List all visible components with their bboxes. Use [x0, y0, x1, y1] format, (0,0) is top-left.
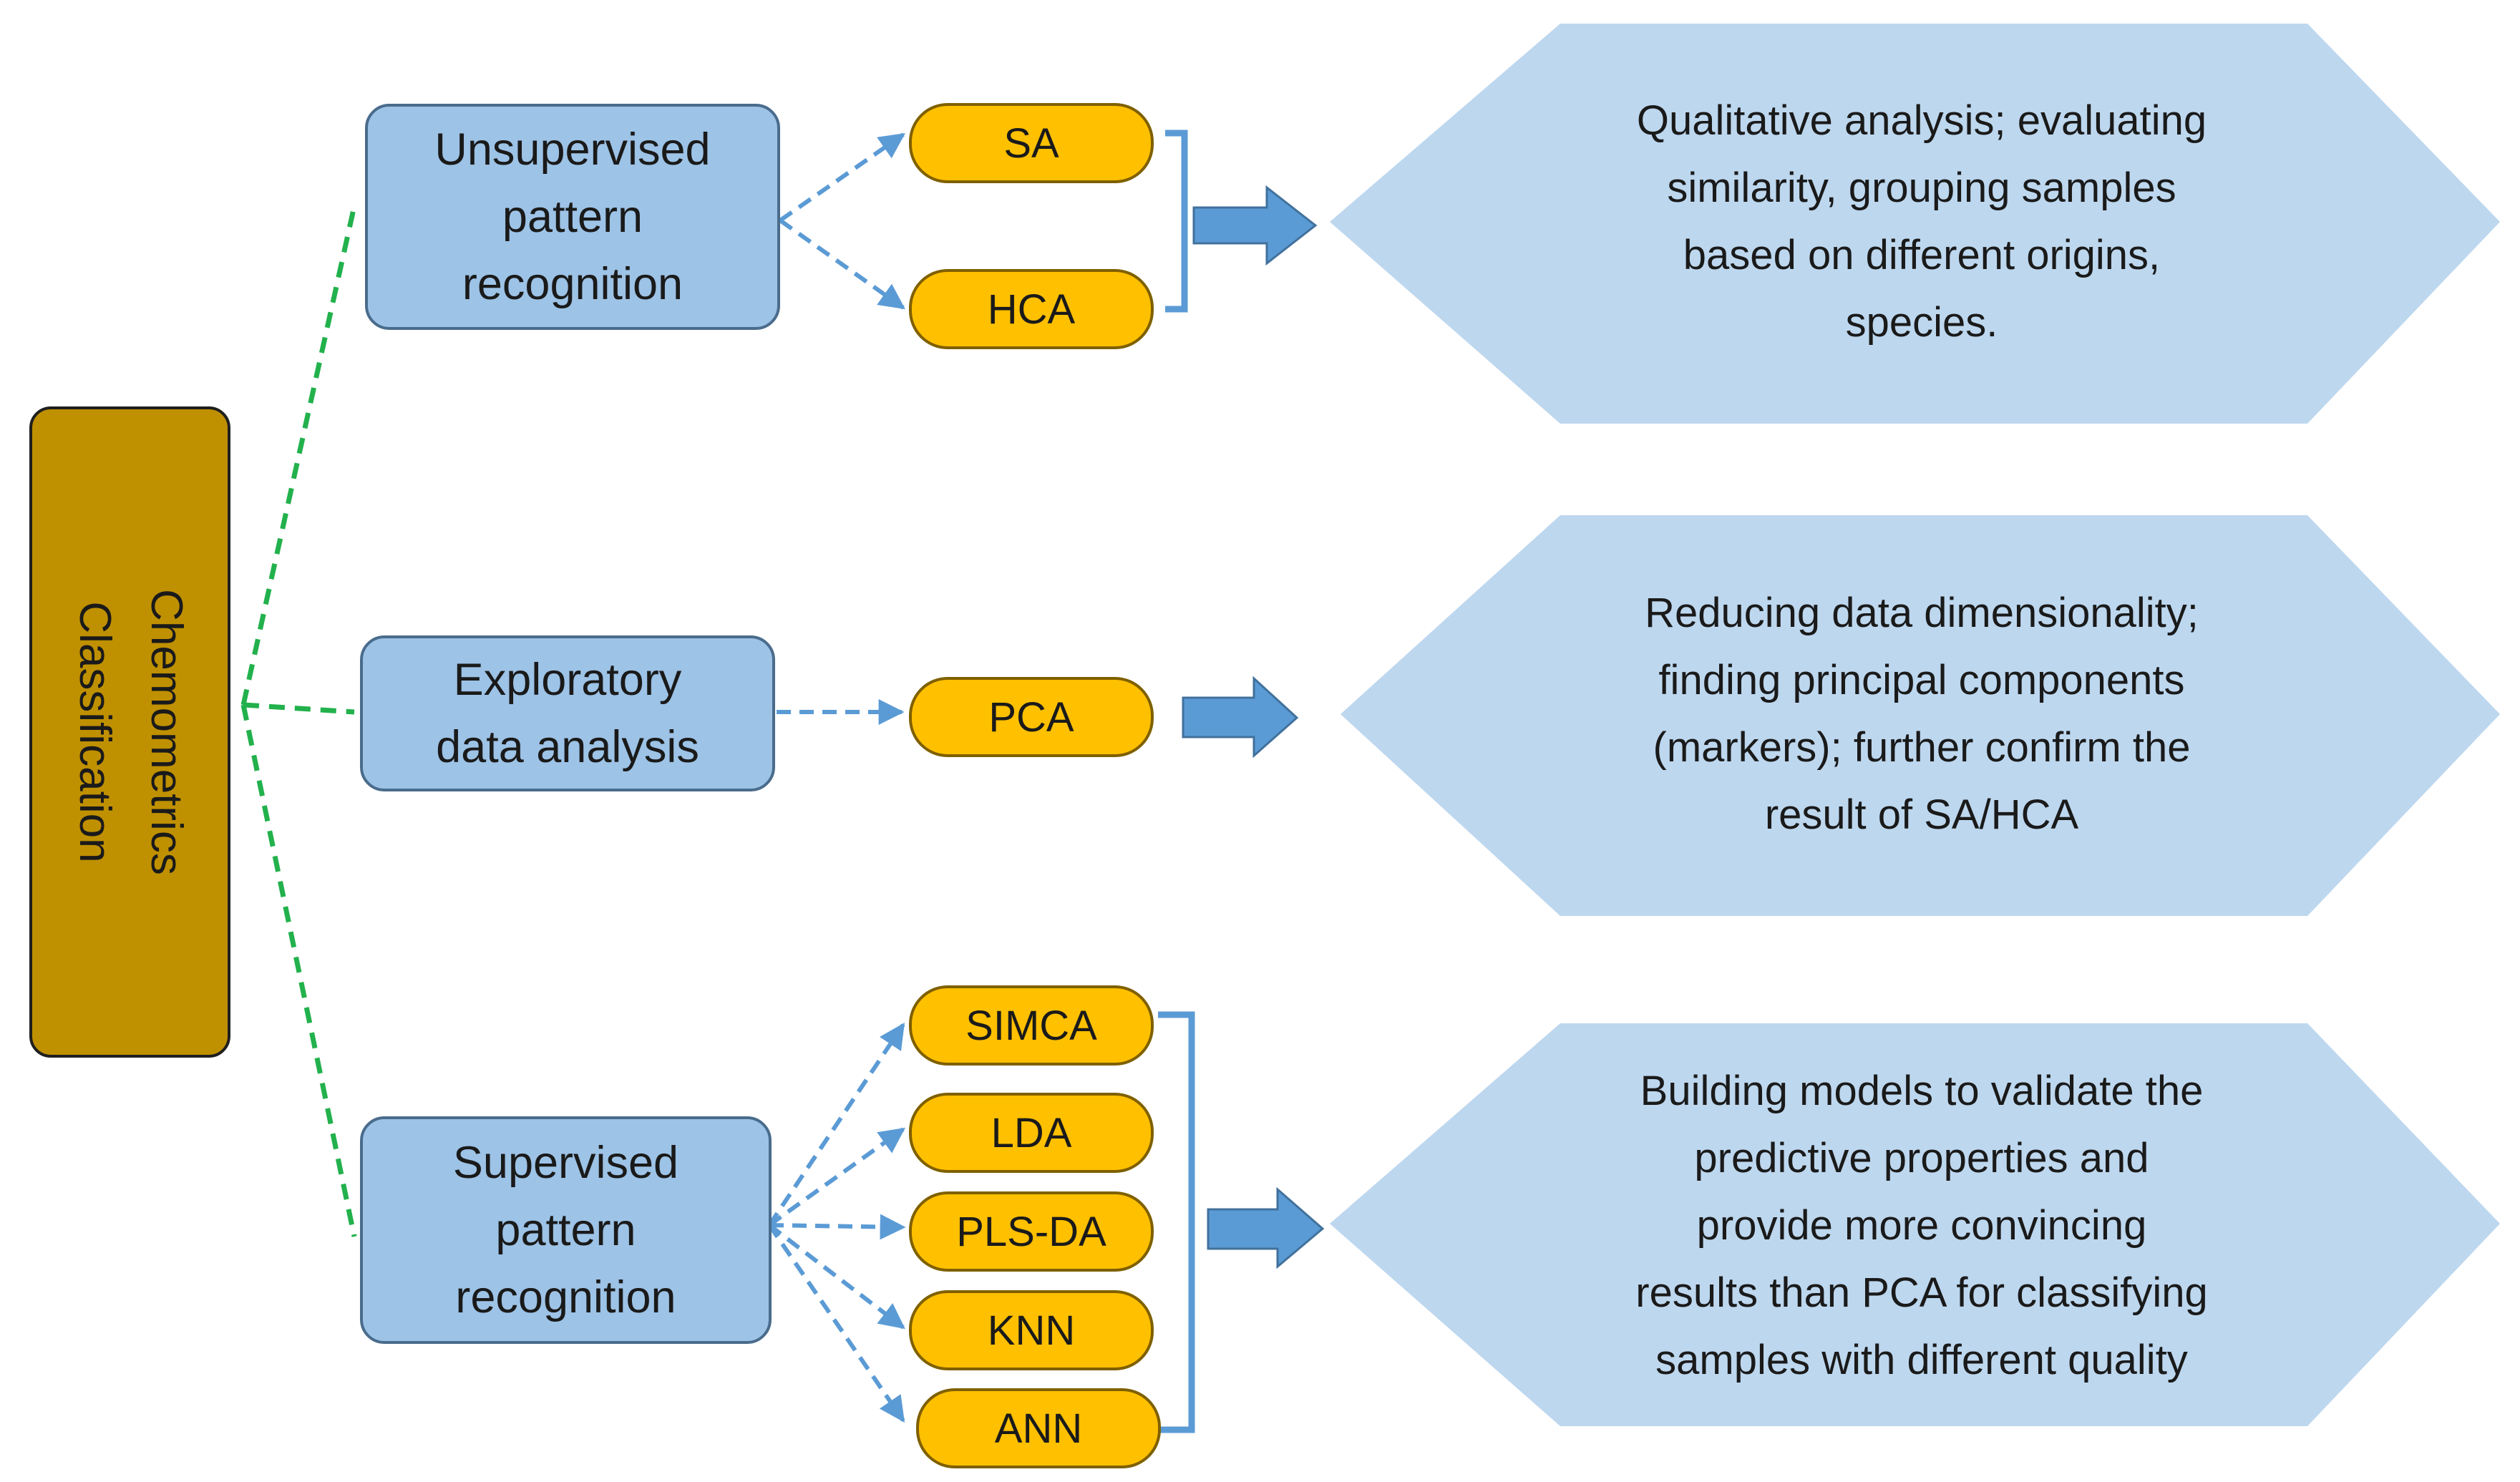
result-exploratory-line4: result of SA/HCA	[1764, 791, 2079, 838]
block-arrow-supervised	[1207, 1186, 1325, 1269]
bracket-supervised	[1158, 1011, 1195, 1433]
category-unsupervised-line1: Unsupervised	[434, 125, 711, 175]
arrow-to-knn	[768, 1223, 905, 1330]
root-chemometrics-classification: Chemometrics Classification	[29, 406, 230, 1058]
result-hexagon-exploratory	[1341, 515, 2500, 916]
result-unsupervised-line2: similarity, grouping samples	[1667, 165, 2176, 211]
result-unsupervised-line3: based on different origins,	[1683, 232, 2161, 278]
result-exploratory-line2: finding principal components	[1658, 657, 2185, 703]
category-supervised-line1: Supervised	[452, 1138, 679, 1188]
arrow-to-sa	[779, 132, 905, 223]
result-supervised-line4: results than PCA for classifying	[1635, 1269, 2208, 1316]
category-exploratory: Exploratory data analysis	[360, 635, 775, 791]
method-sa: SA	[909, 103, 1154, 183]
method-lda: LDA	[909, 1093, 1154, 1173]
tree-connectors	[240, 205, 357, 1237]
category-supervised-line3: recognition	[455, 1272, 676, 1322]
category-exploratory-line2: data analysis	[436, 722, 699, 772]
arrow-to-simca	[767, 1023, 905, 1227]
arrow-to-hca	[779, 218, 905, 310]
root-label: Chemometrics Classification	[59, 589, 202, 875]
result-exploratory-line3: (markers); further confirm the	[1653, 724, 2191, 771]
category-unsupervised: Unsupervised pattern recognition	[365, 104, 780, 330]
result-supervised-line3: provide more convincing	[1696, 1202, 2147, 1249]
root-label-line2: Classification	[69, 601, 120, 863]
result-text-exploratory: Reducing data dimensionality; finding pr…	[1446, 578, 2398, 850]
method-knn: KNN	[909, 1290, 1154, 1370]
method-pca: PCA	[909, 677, 1154, 757]
method-arrows	[767, 132, 906, 1423]
result-supervised-line1: Building models to validate the	[1640, 1068, 2204, 1114]
method-hca: HCA	[909, 269, 1154, 349]
category-unsupervised-line2: pattern	[502, 192, 643, 242]
category-supervised-line2: pattern	[495, 1205, 636, 1255]
arrow-to-plsda	[769, 1214, 906, 1240]
category-supervised: Supervised pattern recognition	[360, 1116, 772, 1344]
result-text-supervised: Building models to validate the predicti…	[1446, 1058, 2398, 1394]
arrow-to-lda	[768, 1127, 905, 1227]
connector-to-exploratory	[243, 702, 355, 715]
result-hexagon-unsupervised	[1330, 24, 2500, 424]
result-supervised-line5: samples with different quality	[1655, 1337, 2188, 1383]
block-arrow-unsupervised	[1192, 185, 1318, 266]
method-ann: ANN	[916, 1388, 1161, 1468]
result-unsupervised-line1: Qualitative analysis; evaluating	[1636, 97, 2207, 144]
connector-to-unsupervised	[240, 205, 357, 706]
result-supervised-line2: predictive properties and	[1694, 1135, 2149, 1181]
result-exploratory-line1: Reducing data dimensionality;	[1645, 590, 2199, 636]
root-label-line1: Chemometrics	[141, 589, 191, 875]
result-text-unsupervised: Qualitative analysis; evaluating similar…	[1446, 86, 2398, 358]
block-arrow-exploratory	[1182, 676, 1299, 759]
result-hexagon-supervised	[1330, 1023, 2500, 1426]
result-unsupervised-line4: species.	[1845, 299, 1998, 346]
connector-to-supervised	[240, 704, 357, 1237]
method-plsda: PLS-DA	[909, 1191, 1154, 1272]
arrow-to-ann	[767, 1224, 905, 1423]
category-unsupervised-line3: recognition	[462, 259, 683, 309]
method-simca: SIMCA	[909, 985, 1154, 1066]
bracket-unsupervised	[1165, 130, 1188, 313]
category-exploratory-line1: Exploratory	[453, 655, 682, 705]
